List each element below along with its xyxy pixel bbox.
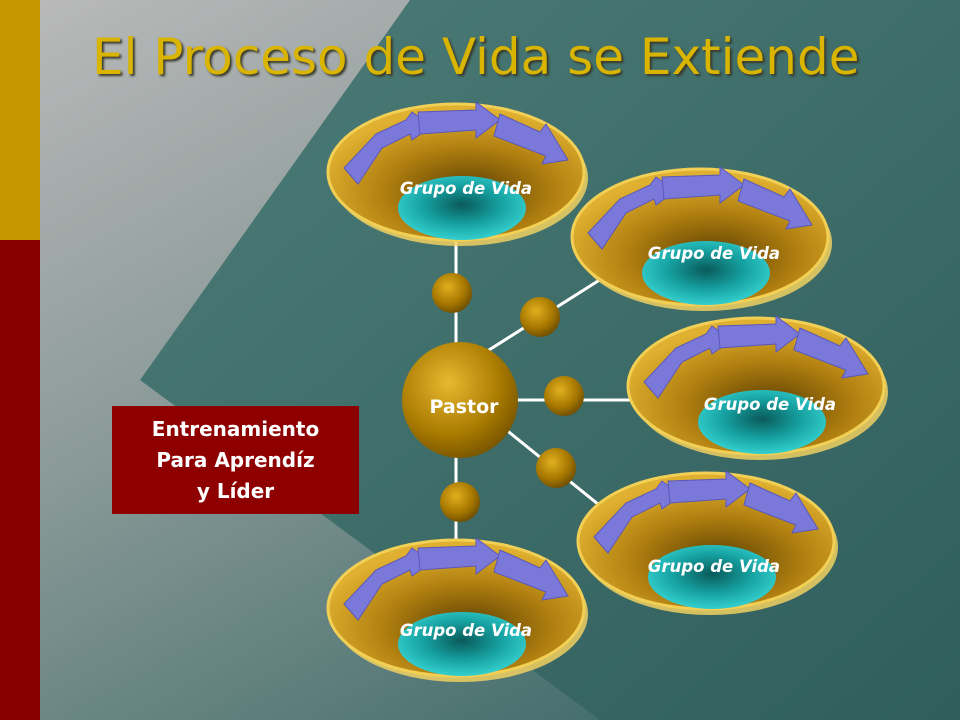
node-right — [544, 376, 584, 416]
node-lower-right — [536, 448, 576, 488]
node-top — [432, 273, 472, 313]
life-group-label: Grupo de Vida — [648, 244, 780, 263]
life-group-label: Grupo de Vida — [648, 557, 780, 576]
life-group-label: Grupo de Vida — [400, 621, 532, 640]
life-group-upper-right: Grupo de Vida — [570, 165, 834, 313]
training-line-2: Para Aprendíz — [156, 448, 315, 472]
slide-title: El Proceso de Vida se Extiende — [92, 28, 860, 86]
pastor-node: Pastor — [402, 342, 518, 458]
life-group-bottom: Grupo de Vida — [326, 536, 590, 684]
node-upper-right — [520, 297, 560, 337]
life-group-right: Grupo de Vida — [626, 314, 890, 462]
life-group-top: Grupo de Vida — [326, 100, 590, 248]
life-group-label: Grupo de Vida — [400, 179, 532, 198]
node-bottom — [440, 482, 480, 522]
training-line-3: y Líder — [196, 479, 275, 503]
life-group-label: Grupo de Vida — [704, 395, 836, 414]
left-bar-bottom — [0, 240, 40, 720]
training-line-1: Entrenamiento — [151, 417, 320, 441]
training-box: Entrenamiento Para Aprendíz y Líder — [112, 406, 359, 514]
pastor-label: Pastor — [429, 396, 499, 418]
life-group-lower-right: Grupo de Vida — [576, 469, 840, 617]
left-bar-top — [0, 0, 40, 240]
